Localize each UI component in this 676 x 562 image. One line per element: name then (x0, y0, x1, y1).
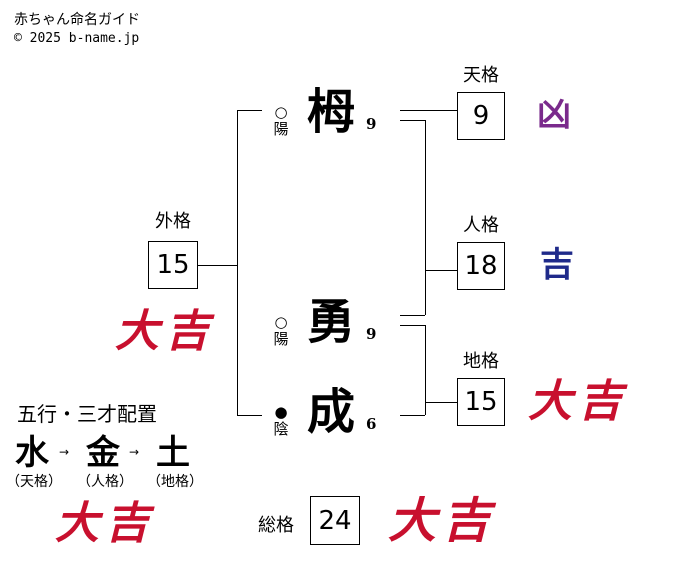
bracket-line (400, 325, 425, 326)
bracket-line (198, 265, 237, 266)
chikaku-label: 地格 (463, 351, 499, 372)
yinyang-3: ●陰 (273, 403, 289, 438)
bracket-line (425, 325, 426, 415)
gaikaku-value: 15 (148, 241, 198, 289)
gogyo-label-2: （人格） (77, 474, 133, 490)
bracket-line (425, 270, 457, 271)
bracket-line (400, 415, 425, 416)
soukaku-fortune: 大吉 (388, 493, 497, 549)
bracket-line (237, 415, 262, 416)
name-char-2: 勇 (307, 294, 356, 350)
gogyo-element-1: 水 (15, 433, 49, 473)
strokes-3: 6 (366, 415, 377, 433)
strokes-2: 9 (366, 325, 377, 343)
gogyo-label-3: （地格） (147, 474, 203, 490)
bracket-line (400, 110, 457, 111)
copyright: © 2025 b-name.jp (14, 31, 140, 46)
bracket-line (237, 110, 262, 111)
gogyo-element-3: 土 (156, 433, 190, 473)
gogyo-element-2: 金 (86, 433, 120, 473)
tenkaku-fortune: 凶 (537, 95, 571, 135)
bracket-line (237, 110, 238, 415)
gaikaku-fortune: 大吉 (115, 306, 215, 357)
gogyo-label-1: （天格） (6, 474, 62, 490)
name-char-1: 栂 (307, 84, 356, 140)
jinkaku-fortune: 吉 (540, 245, 574, 285)
gogyo-title: 五行・三才配置 (17, 402, 157, 426)
yinyang-2: ○陽 (273, 313, 289, 348)
gogyo-fortune: 大吉 (55, 498, 155, 549)
jinkaku-value: 18 (457, 242, 505, 290)
chikaku-fortune: 大吉 (528, 376, 628, 427)
bracket-line (400, 315, 425, 316)
tenkaku-value: 9 (457, 92, 505, 140)
yinyang-1: ○陽 (273, 103, 289, 138)
bracket-line (425, 120, 426, 315)
soukaku-label: 総格 (258, 515, 294, 536)
app-title: 赤ちゃん命名ガイド (14, 12, 140, 28)
soukaku-value: 24 (310, 496, 360, 545)
name-char-3: 成 (307, 384, 356, 440)
arrow-icon: → (59, 445, 70, 459)
strokes-1: 9 (366, 115, 377, 133)
jinkaku-label: 人格 (463, 215, 499, 236)
gaikaku-label: 外格 (155, 211, 191, 232)
tenkaku-label: 天格 (463, 65, 499, 86)
bracket-line (400, 120, 425, 121)
arrow-icon: → (129, 445, 140, 459)
bracket-line (425, 402, 457, 403)
chikaku-value: 15 (457, 378, 505, 426)
